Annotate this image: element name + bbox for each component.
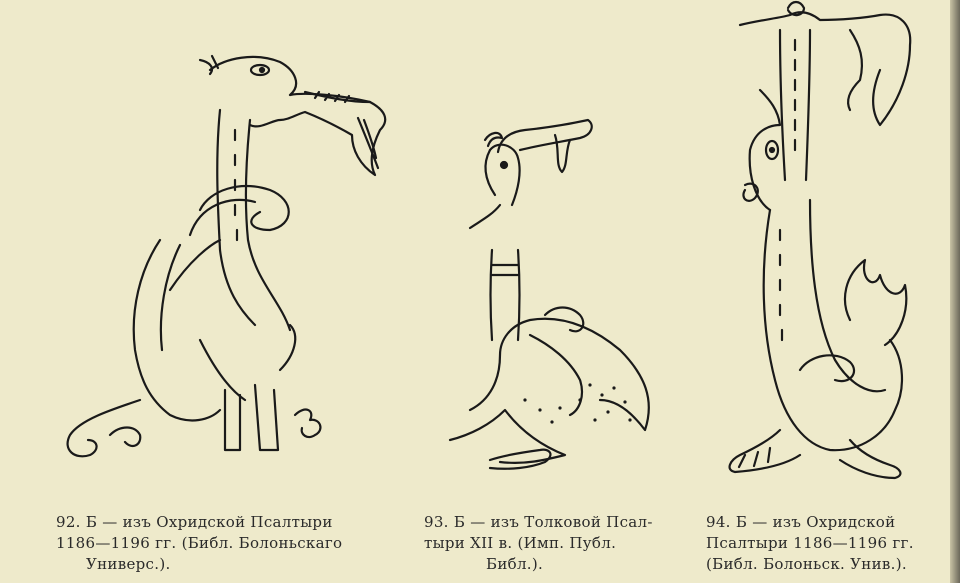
figure-94-caption: 94. Б — изъ Охридской Псалтыри 1186—1196… xyxy=(706,512,956,575)
caption-line: 92. Б — изъ Охридской Псалтыри xyxy=(56,513,333,531)
figure-94-initial-b-illustration xyxy=(700,0,940,490)
caption-line: Универс.). xyxy=(86,555,171,573)
caption-line: Библ.). xyxy=(486,555,544,573)
page-edge-shadow xyxy=(950,0,960,583)
caption-line: 94. Б — изъ Охридской xyxy=(706,513,896,531)
figure-93-caption: 93. Б — изъ Толковой Псал- тыри XII в. (… xyxy=(424,512,694,575)
figure-93-initial-b-illustration xyxy=(430,110,680,490)
figure-92-caption: 92. Б — изъ Охридской Псалтыри 1186—1196… xyxy=(56,512,406,575)
caption-line: Псалтыри 1186—1196 гг. xyxy=(706,534,914,552)
caption-line: 1186—1196 гг. (Библ. Болоньскаго xyxy=(56,534,343,552)
figure-92-initial-b-illustration xyxy=(40,40,410,480)
caption-line: тыри XII в. (Имп. Публ. xyxy=(424,534,617,552)
caption-line: 93. Б — изъ Толковой Псал- xyxy=(424,513,653,531)
caption-line: (Библ. Болоньск. Унив.). xyxy=(706,555,907,573)
